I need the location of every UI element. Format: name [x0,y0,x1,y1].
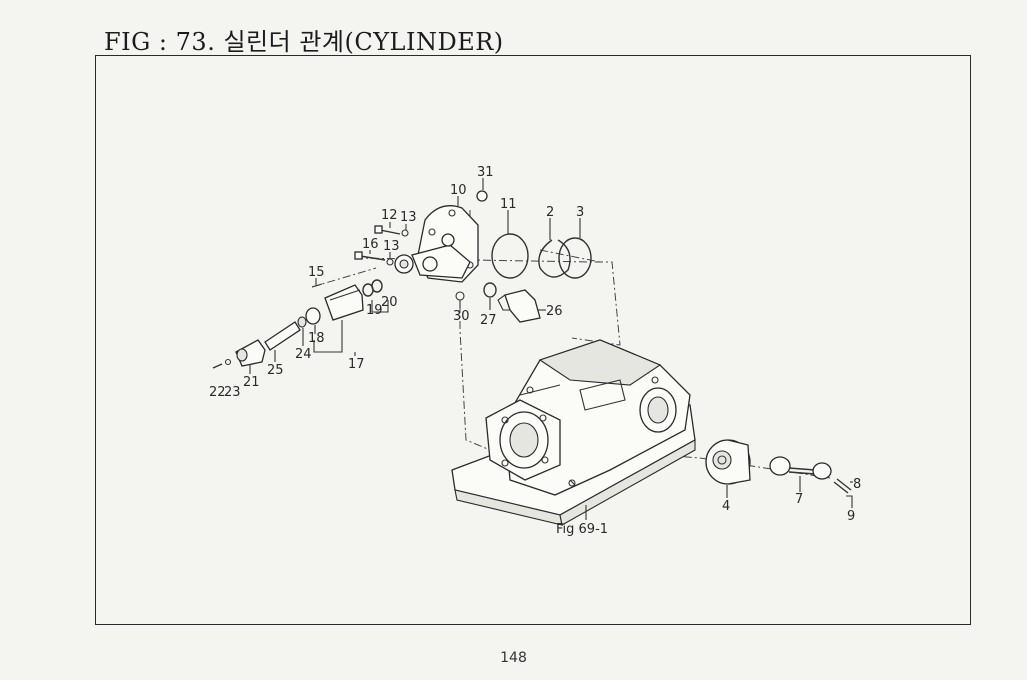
diagram-frame [95,55,971,625]
piston [705,439,751,485]
valve-fitting [497,289,541,323]
bolts [311,225,409,288]
callout-2: 2 [546,205,554,220]
callout-13b: 13 [383,239,400,254]
callout-15: 15 [308,265,325,280]
callout-19: 19 [366,303,383,318]
callout-24: 24 [295,347,312,362]
callout-3: 3 [576,205,584,220]
callout-17: 17 [348,357,365,372]
page-number: 148 [500,650,527,666]
piston-rod [769,456,832,480]
callout-27: 27 [480,313,497,328]
callout-26: 26 [546,304,563,319]
seal-rings [455,190,592,301]
callout-13a: 13 [400,210,417,225]
pushrod-assembly [212,321,301,369]
callout-23: 23 [224,385,241,400]
figure-reference: Fig 69-1 [556,522,608,537]
callout-18: 18 [308,331,325,346]
callout-8: 8 [853,477,861,492]
page-title: FIG : 73. 실린더 관계(CYLINDER) [104,28,504,56]
callout-25: 25 [267,363,284,378]
callout-16: 16 [362,237,379,252]
cylinder-housing [451,339,696,526]
callout-12: 12 [381,208,398,223]
callout-20: 20 [381,295,398,310]
callout-22: 22 [209,385,226,400]
callout-31: 31 [477,165,494,180]
callout-labels: 31 10 11 2 3 12 13 16 13 15 19 20 18 24 … [209,165,861,537]
leader-lines [249,178,853,520]
cylinder-head [394,205,479,283]
callout-4: 4 [722,499,730,514]
rod-pin [833,478,852,494]
callout-7: 7 [795,492,803,507]
callout-21: 21 [243,375,260,390]
callout-11: 11 [500,197,517,212]
callout-9: 9 [847,509,855,524]
cylinder-sleeve-assembly [297,279,383,328]
callout-30: 30 [453,309,470,324]
callout-10: 10 [450,183,467,198]
